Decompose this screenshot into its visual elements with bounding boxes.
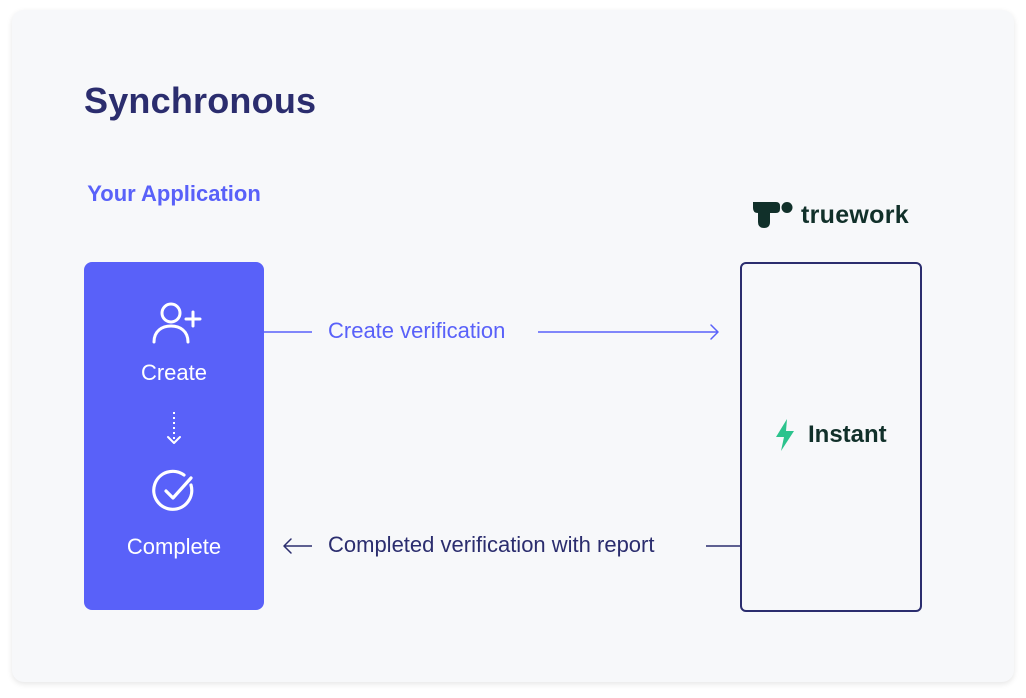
request-flow-label: Create verification — [328, 318, 506, 343]
application-label: Your Application — [87, 181, 261, 206]
create-label: Create — [140, 360, 208, 385]
application-box: Create Complete — [84, 262, 264, 610]
page-title: Synchronous — [84, 80, 317, 121]
request-arrowhead — [710, 324, 719, 340]
instant-badge: Instant — [774, 418, 887, 452]
truework-box: Instant — [740, 262, 922, 612]
truework-brand-name: truework — [801, 200, 909, 229]
complete-label: Complete — [126, 534, 222, 559]
user-plus-icon — [152, 302, 202, 344]
truework-logo-icon — [753, 202, 793, 228]
truework-brand: truework — [751, 199, 909, 231]
dotted-arrow-down-icon — [167, 412, 181, 444]
response-arrowhead — [283, 538, 292, 554]
check-circle-icon — [152, 469, 194, 511]
instant-label: Instant — [808, 421, 887, 448]
lightning-icon — [776, 419, 794, 451]
response-flow-label: Completed verification with report — [328, 532, 655, 557]
